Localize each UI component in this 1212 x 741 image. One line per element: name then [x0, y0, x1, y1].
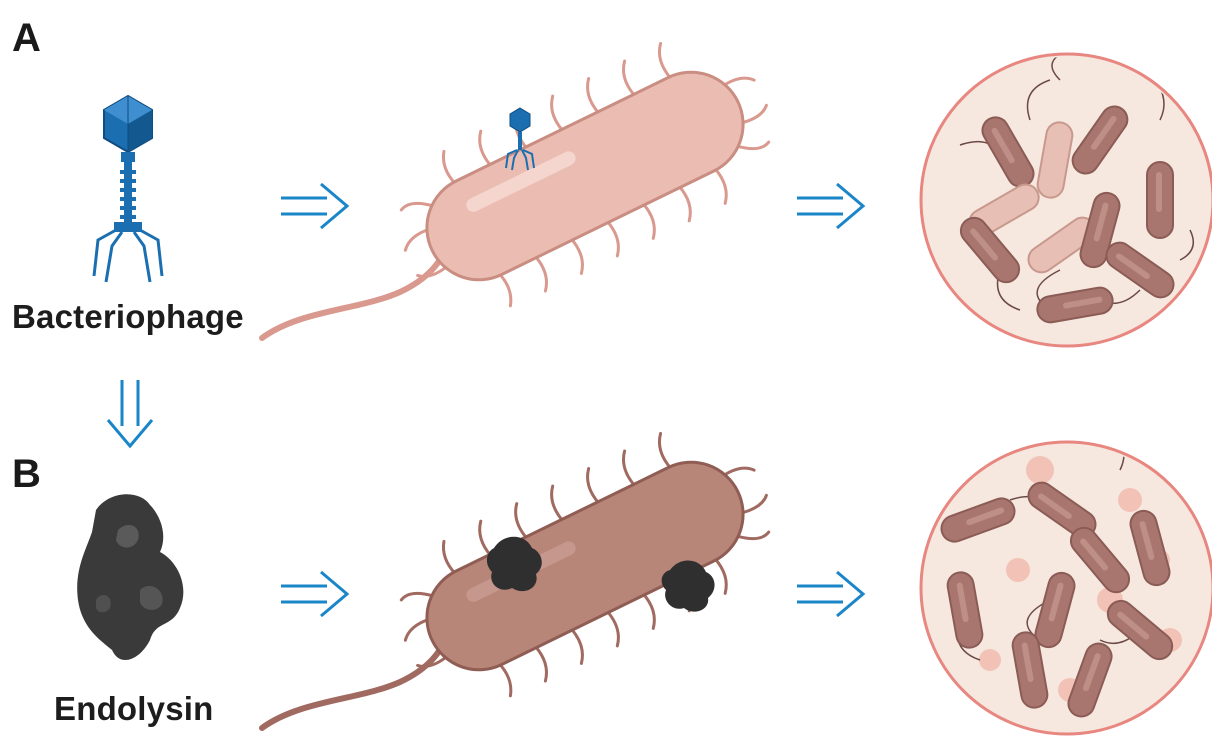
- bacterium-b: [262, 404, 797, 729]
- arrow-a1: [281, 184, 347, 228]
- panel-letter-b: B: [12, 452, 41, 497]
- arrow-down: [108, 380, 152, 446]
- panel-letter-a: A: [12, 16, 41, 61]
- bacterium-a: [262, 14, 797, 339]
- arrow-a2: [797, 184, 863, 228]
- arrow-b1: [281, 572, 347, 616]
- endolysin-label: Endolysin: [54, 690, 214, 728]
- endolysin-icon: [77, 494, 183, 660]
- arrow-b2: [797, 572, 863, 616]
- bacteriophage-icon: [94, 96, 162, 282]
- panel-a: [94, 14, 1212, 346]
- lysed-bacteria-circle-a: [921, 50, 1212, 346]
- panel-b: [77, 404, 1212, 734]
- bacteriophage-label: Bacteriophage: [12, 298, 244, 336]
- lysed-bacteria-circle-b: [921, 430, 1212, 734]
